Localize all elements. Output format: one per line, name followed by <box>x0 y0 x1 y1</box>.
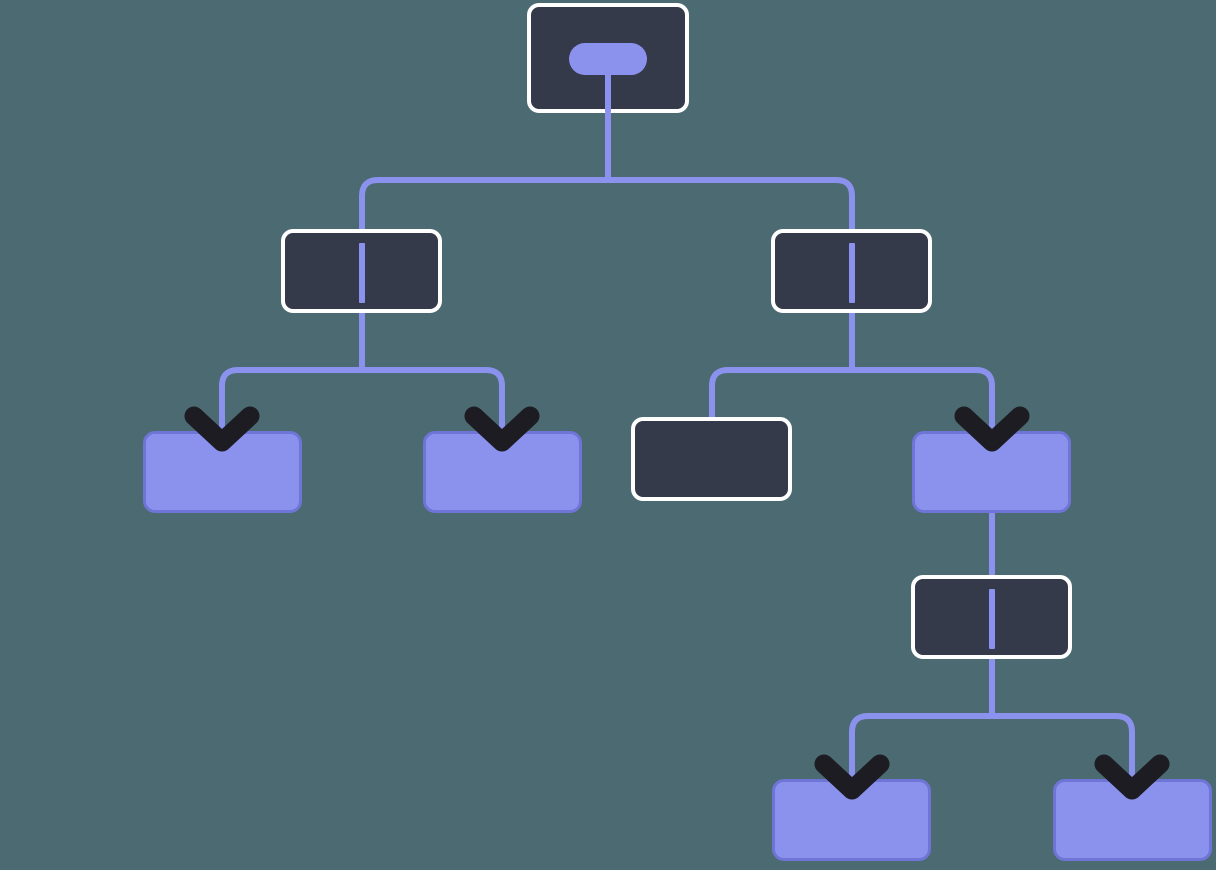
node-n-r1[interactable] <box>771 229 932 313</box>
node-n-rr3[interactable] <box>911 575 1072 659</box>
edge-connector <box>989 713 1135 782</box>
node-n-lr2[interactable] <box>423 431 582 513</box>
node-n-rr4a[interactable] <box>772 779 931 861</box>
edge-connector <box>849 713 995 782</box>
node-n-rr4b[interactable] <box>1053 779 1212 861</box>
edge-connector <box>605 177 855 232</box>
edge-connector <box>219 367 365 434</box>
node-stem-marker <box>605 69 611 113</box>
edge-connector <box>359 367 505 434</box>
edge-connector <box>709 367 855 420</box>
node-n-rl2[interactable] <box>631 417 792 501</box>
node-vertical-marker <box>358 243 365 303</box>
edge-connector <box>359 177 611 232</box>
node-root[interactable] <box>527 3 689 113</box>
node-vertical-marker <box>848 243 855 303</box>
node-vertical-marker <box>988 589 995 649</box>
node-n-l1[interactable] <box>281 229 442 313</box>
node-n-rr2[interactable] <box>912 431 1071 513</box>
edge-connector <box>849 367 995 434</box>
node-n-ll2[interactable] <box>143 431 302 513</box>
